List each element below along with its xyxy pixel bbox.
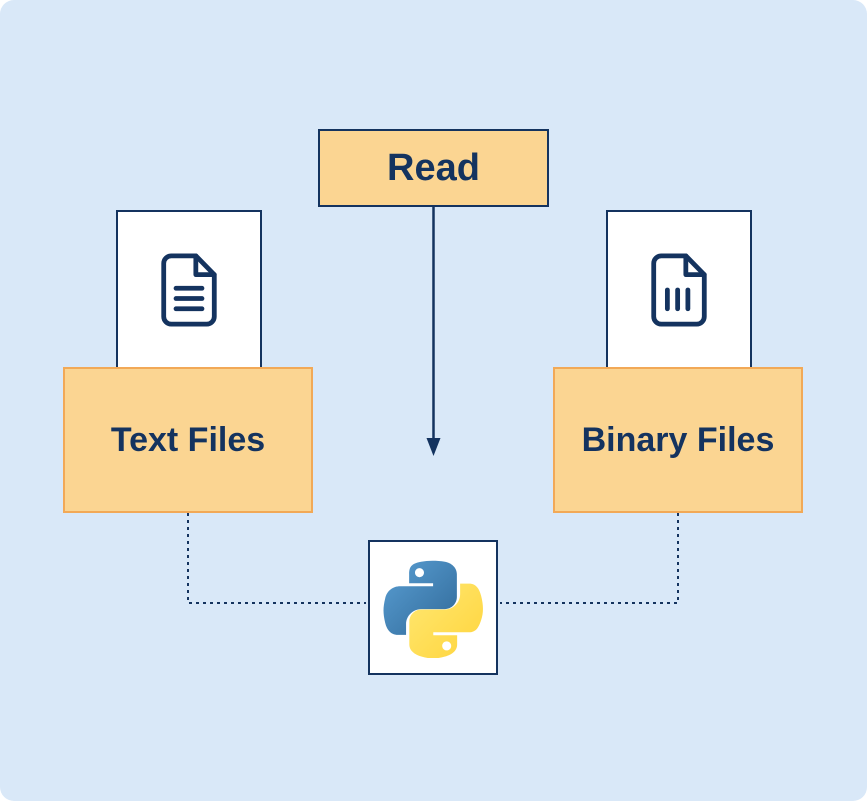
binary-files-label: Binary Files <box>581 420 775 459</box>
binary-file-icon-card <box>606 210 752 375</box>
python-logo-icon <box>383 560 483 658</box>
read-label: Read <box>387 146 480 189</box>
connector-binary-files-to-python <box>500 513 679 604</box>
text-file-icon <box>161 253 217 327</box>
binary-files-node: Binary Files <box>553 367 803 513</box>
read-node: Read <box>318 129 549 207</box>
text-files-label: Text Files <box>110 420 266 459</box>
connector-text-files-to-python <box>187 513 366 604</box>
text-file-icon-card <box>116 210 262 375</box>
text-files-node: Text Files <box>63 367 313 513</box>
read-flow-arrow <box>426 207 441 456</box>
python-node <box>368 540 498 675</box>
binary-file-icon <box>651 253 707 327</box>
